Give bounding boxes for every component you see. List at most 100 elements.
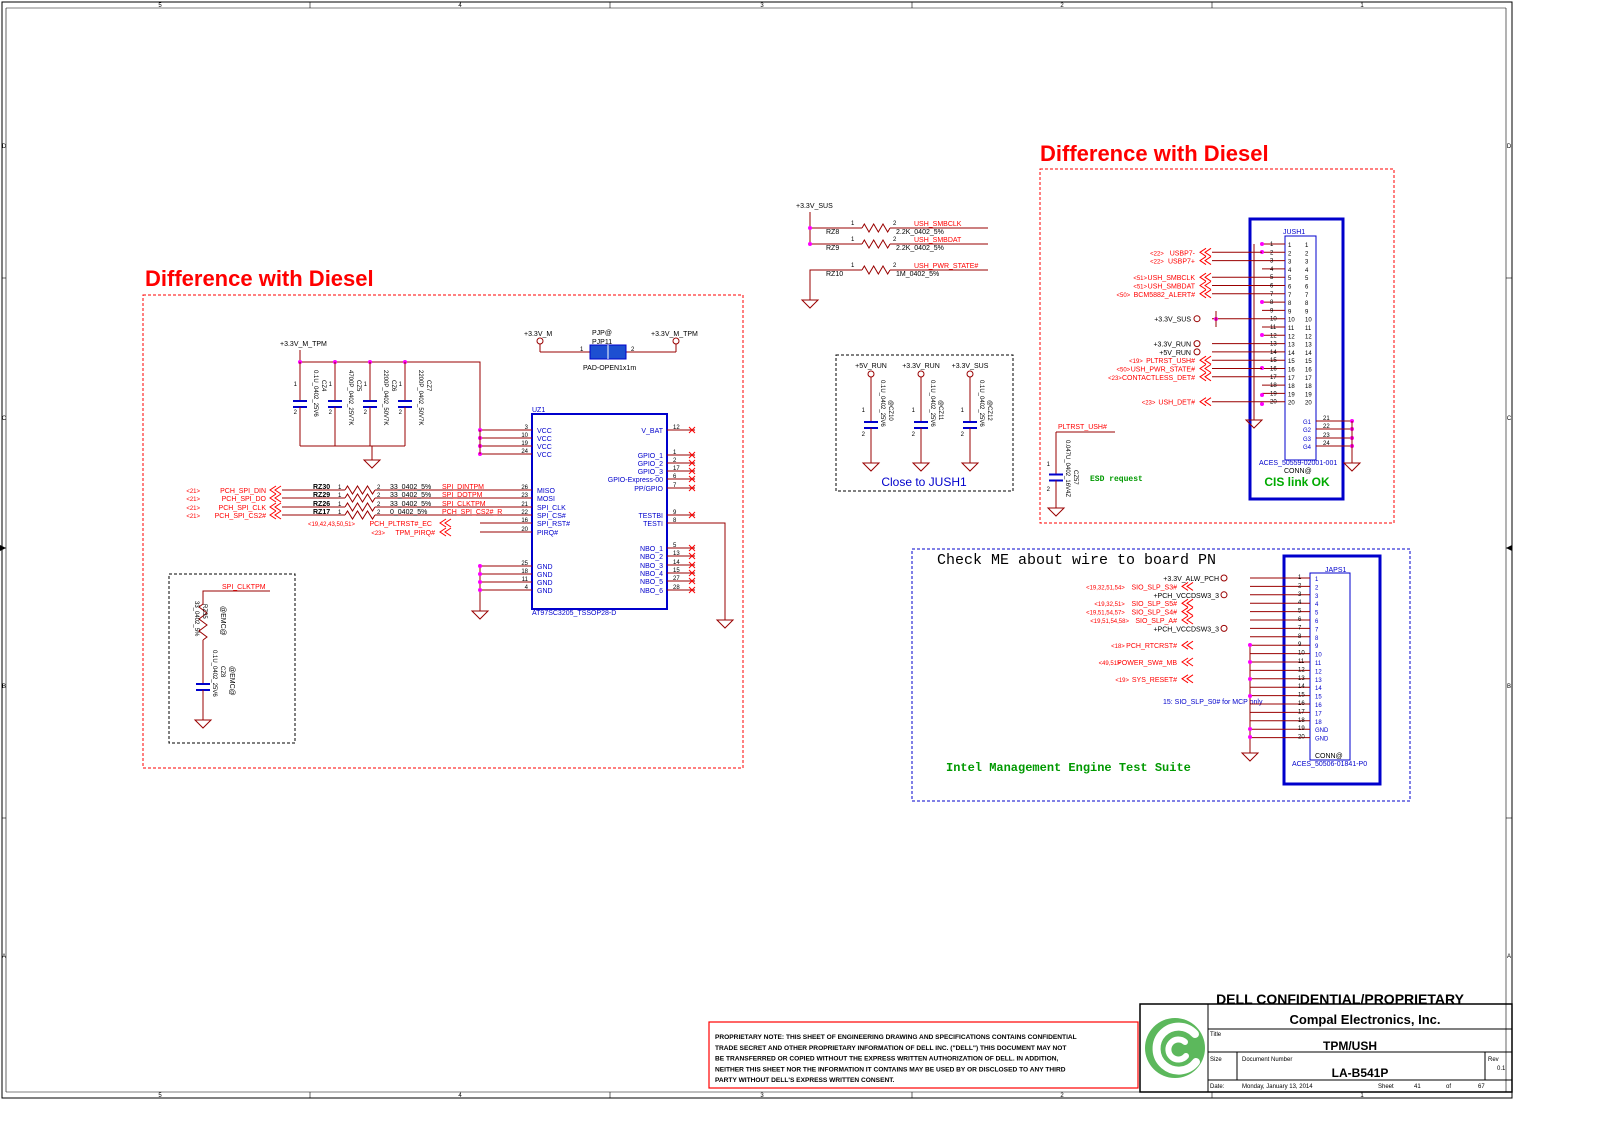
- pin-number: 15: [1270, 358, 1277, 364]
- rail-label: +5V_RUN: [855, 363, 887, 370]
- pin-number: 9: [673, 510, 677, 516]
- offpage-arrow: [1204, 372, 1212, 382]
- pin-name: G4: [1303, 445, 1312, 451]
- pin-label: 16: [1305, 368, 1312, 374]
- power-terminal: [1220, 591, 1228, 599]
- offpage-arrow: [444, 527, 452, 537]
- pin-number: 7: [1298, 625, 1302, 631]
- net-label: BCM5882_ALERT#: [1134, 292, 1195, 299]
- pin-name: GND: [537, 564, 553, 571]
- pin-number: 8: [673, 518, 677, 524]
- resistor-refdes: RZ8: [826, 229, 839, 236]
- pin-label: 9: [1315, 644, 1319, 650]
- pin-number: 20: [1298, 735, 1305, 741]
- pin-label: 1: [1305, 243, 1309, 249]
- pin-label: 11: [1305, 326, 1312, 332]
- confidential-label: DELL CONFIDENTIAL/PROPRIETARY: [1216, 991, 1465, 1007]
- power-terminal: [1193, 348, 1201, 356]
- rail-label: +5V_RUN: [1159, 350, 1191, 357]
- offpage-arrow: [274, 485, 282, 495]
- pin-number: 14: [1270, 350, 1277, 356]
- page-ref: <49,51>: [1099, 661, 1122, 667]
- net-label: PCH_SPI_DIN: [220, 488, 266, 495]
- pin-number: 2: [294, 410, 298, 416]
- net-label: SIO_SLP_S4#: [1131, 610, 1177, 617]
- net-label: USH_SMBDAT: [1148, 284, 1196, 291]
- pin-number: 16: [521, 518, 528, 524]
- pin-label: 3: [1315, 594, 1319, 600]
- net-label: PCH_SPI_CS2#: [215, 513, 266, 520]
- ground-symbol: [960, 462, 980, 472]
- page-ref: <18>: [1111, 644, 1125, 650]
- pin-number: 20: [1270, 400, 1277, 406]
- pin-name: MOSI: [537, 496, 555, 503]
- cap-refdes: CZ57: [1072, 470, 1078, 485]
- pin-number: 27: [673, 576, 680, 582]
- proprietary-note-line: TRADE SECRET AND OTHER PROPRIETARY INFOR…: [715, 1045, 1066, 1052]
- net-label: USBP7+: [1168, 259, 1195, 266]
- pin-name: PP/GPIO: [634, 486, 663, 493]
- offpage-arrow: [269, 502, 277, 512]
- pin-label: 18: [1288, 384, 1295, 390]
- offpage-arrow: [1199, 281, 1207, 290]
- pin-number: 1: [912, 408, 916, 414]
- resistor-value: 33_0402_5%: [390, 501, 431, 508]
- page-ref: <22>: [1150, 260, 1164, 266]
- no-connect-mark: [688, 511, 696, 519]
- net-label: SPI_CLKTPM: [222, 584, 266, 591]
- no-connect-mark: [688, 544, 696, 552]
- pin-number: 12: [1270, 333, 1277, 339]
- net-label: TPM_PIRQ#: [395, 530, 435, 537]
- junction-dot: [1260, 402, 1264, 406]
- offpage-arrow: [269, 510, 277, 520]
- resistor-value: 33_0402_5%: [390, 492, 431, 499]
- pin-number: 7: [1270, 292, 1274, 298]
- pin-name: VCC: [537, 444, 552, 451]
- offpage-arrow: [1199, 364, 1207, 373]
- page-ref: <23>: [1108, 376, 1122, 382]
- net-label: PCH_SPI_CLK: [219, 505, 267, 512]
- column-number: 1: [1360, 1093, 1364, 1099]
- net-label: USH_DET#: [1158, 400, 1195, 407]
- field-label: Date:: [1210, 1084, 1225, 1090]
- pin-number: 1: [399, 382, 403, 388]
- power-terminal: [1220, 624, 1228, 632]
- pin-name: G2: [1303, 428, 1312, 434]
- pin-number: 1: [580, 347, 584, 353]
- junction-dot: [808, 242, 812, 246]
- cap-value: 0.047U_0402_16V4Z: [1064, 440, 1070, 497]
- resistor-value: 2.2K_0402_5%: [896, 229, 944, 236]
- page-ref: <21>: [186, 497, 200, 503]
- net-label: SYS_RESET#: [1132, 677, 1177, 684]
- field-label: Size: [1210, 1057, 1222, 1063]
- date-value: Monday, January 13, 2014: [1242, 1084, 1313, 1090]
- ground-symbol: [470, 610, 490, 620]
- pin-name: VCC: [537, 436, 552, 443]
- pin-label: 1: [1288, 243, 1292, 249]
- offpage-arrow: [1204, 355, 1212, 365]
- pin-number: 3: [1270, 259, 1274, 265]
- sheet-total: 67: [1478, 1084, 1485, 1090]
- pin-number: 2: [893, 263, 897, 269]
- pin-name: GPIO_2: [638, 461, 663, 468]
- pin-label: 17: [1305, 376, 1312, 382]
- column-number: 2: [1060, 1093, 1064, 1099]
- sheet-number: 41: [1414, 1084, 1421, 1090]
- pin-label: 1: [1315, 577, 1319, 583]
- pin-label: 18: [1305, 384, 1312, 390]
- ground-symbol: [1046, 507, 1066, 517]
- resistor-value: 33_0402_5%: [390, 484, 431, 491]
- power-terminal: [917, 370, 925, 378]
- row-letter: A: [2, 954, 6, 960]
- column-number: 3: [760, 3, 764, 9]
- decap-region-box: [835, 354, 1014, 492]
- offpage-arrow: [1204, 289, 1212, 299]
- center-mark: [0, 545, 6, 551]
- offpage-arrow: [269, 493, 277, 503]
- power-terminal: [536, 337, 544, 345]
- intel-me-note: Intel Management Engine Test Suite: [946, 761, 1191, 775]
- junction-dot: [1248, 677, 1252, 681]
- pin-number: 1: [1298, 575, 1302, 581]
- row-letter: B: [1507, 684, 1511, 690]
